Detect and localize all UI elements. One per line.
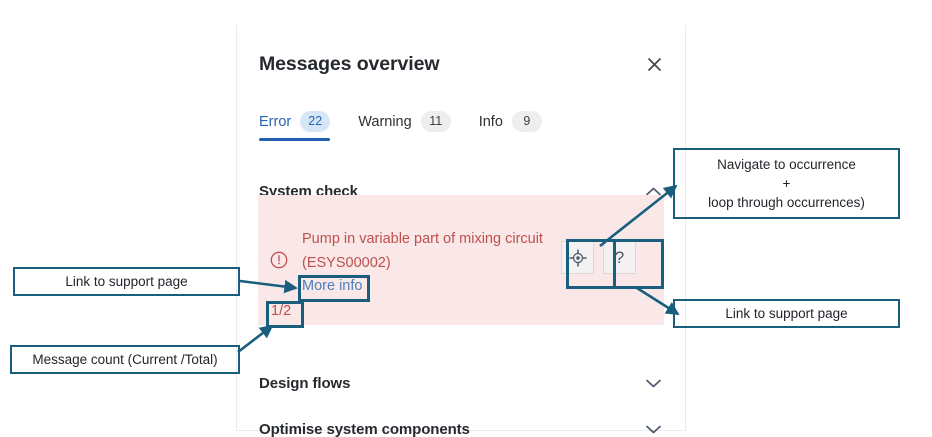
error-circle-glyph [270, 251, 288, 269]
close-icon[interactable] [643, 53, 665, 75]
message-type-tabs: Error 22 Warning 11 Info 9 [259, 111, 570, 141]
tab-error[interactable]: Error 22 [259, 111, 331, 141]
error-circle-icon [270, 251, 288, 269]
chevron-down-glyph [645, 425, 661, 433]
tab-error-count: 22 [300, 111, 331, 132]
error-message-text: Pump in variable part of mixing circuit … [302, 231, 543, 271]
crosshair-icon [568, 248, 587, 267]
tab-info[interactable]: Info 9 [479, 111, 542, 141]
section-optimise-label: Optimise system components [259, 420, 470, 437]
annotation-support-right-text: Link to support page [725, 306, 848, 321]
accordion-section-design-flows[interactable]: Design flows [259, 369, 663, 397]
tab-info-label: Info [478, 113, 503, 130]
tab-warning[interactable]: Warning 11 [358, 111, 451, 141]
annotation-support-left-text: Link to support page [65, 274, 188, 289]
highlight-more-info-link [298, 275, 370, 302]
annotation-support-page-right: Link to support page [673, 299, 900, 328]
tab-info-count: 9 [511, 111, 542, 132]
chevron-down-icon[interactable] [643, 373, 663, 393]
tab-active-underline [259, 138, 331, 141]
more-info-link[interactable]: More info [302, 278, 363, 294]
annotation-message-count-text: Message count (Current /Total) [32, 352, 218, 367]
highlight-message-count [266, 301, 304, 328]
tab-warning-label: Warning [358, 113, 412, 130]
section-design-flows-label: Design flows [259, 374, 351, 392]
annotation-navigate-to-occurrence: Navigate to occurrence + loop through oc… [673, 148, 900, 219]
close-glyph [647, 57, 661, 71]
chevron-down-icon[interactable] [643, 419, 663, 437]
highlight-navigate-button [566, 239, 616, 289]
message-count-badge: 1/2 [271, 303, 292, 319]
tab-error-label: Error [259, 113, 292, 130]
annotation-message-count: Message count (Current /Total) [10, 345, 240, 374]
annotation-navigate-text: Navigate to occurrence + loop through oc… [708, 157, 865, 210]
accordion-section-optimise-system-components[interactable]: Optimise system components [259, 415, 663, 437]
annotation-support-page-left: Link to support page [13, 267, 240, 296]
panel-header: Messages overview [259, 51, 667, 81]
error-message-card: Pump in variable part of mixing circuit … [258, 195, 664, 325]
page-title: Messages overview [259, 53, 440, 75]
chevron-down-glyph [645, 379, 661, 387]
question-mark-icon: ? [614, 248, 625, 267]
tab-warning-count: 11 [420, 111, 451, 132]
